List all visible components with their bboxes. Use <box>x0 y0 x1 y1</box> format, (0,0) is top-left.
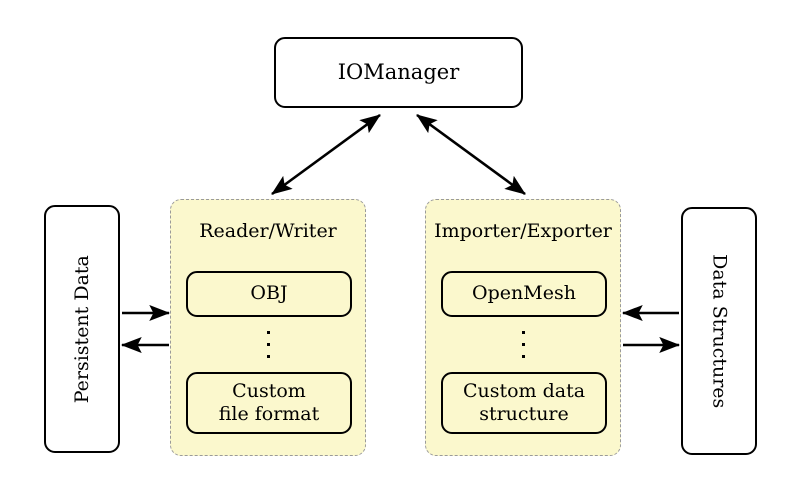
ellipsis-reader-writer <box>171 326 365 362</box>
item-custom-data-structure-line1: Custom data <box>462 379 586 402</box>
item-obj-label: OBJ <box>250 282 288 305</box>
panel-reader-writer[interactable]: Reader/Writer OBJ Custom file format <box>170 199 366 456</box>
persistent-data-node[interactable]: Persistent Data <box>44 205 120 453</box>
panel-importer-exporter[interactable]: Importer/Exporter OpenMesh Custom data s… <box>425 199 621 456</box>
arrow-manager-reader-writer <box>271 113 381 196</box>
data-structures-node[interactable]: Data Structures <box>681 207 757 455</box>
item-custom-file-format-label: Custom file format <box>219 380 320 426</box>
io-manager-node[interactable]: IOManager <box>274 37 523 108</box>
item-custom-data-structure-label: Custom data structure <box>463 380 585 426</box>
item-custom-file-format-line2: file format <box>218 403 320 425</box>
item-custom-file-format-line1: Custom <box>232 379 306 402</box>
panel-reader-writer-title: Reader/Writer <box>199 220 337 242</box>
panel-importer-exporter-title: Importer/Exporter <box>434 220 612 242</box>
item-custom-data-structure-line2: structure <box>479 403 569 425</box>
io-manager-label: IOManager <box>337 60 460 85</box>
item-obj[interactable]: OBJ <box>186 271 352 317</box>
item-openmesh-label: OpenMesh <box>472 282 576 305</box>
arrow-manager-importer-exporter <box>416 113 526 196</box>
item-custom-file-format[interactable]: Custom file format <box>186 372 352 434</box>
item-custom-data-structure[interactable]: Custom data structure <box>441 372 607 434</box>
ellipsis-importer-exporter <box>426 326 620 362</box>
data-structures-label: Data Structures <box>708 253 731 409</box>
item-openmesh[interactable]: OpenMesh <box>441 271 607 317</box>
persistent-data-label: Persistent Data <box>70 254 93 404</box>
